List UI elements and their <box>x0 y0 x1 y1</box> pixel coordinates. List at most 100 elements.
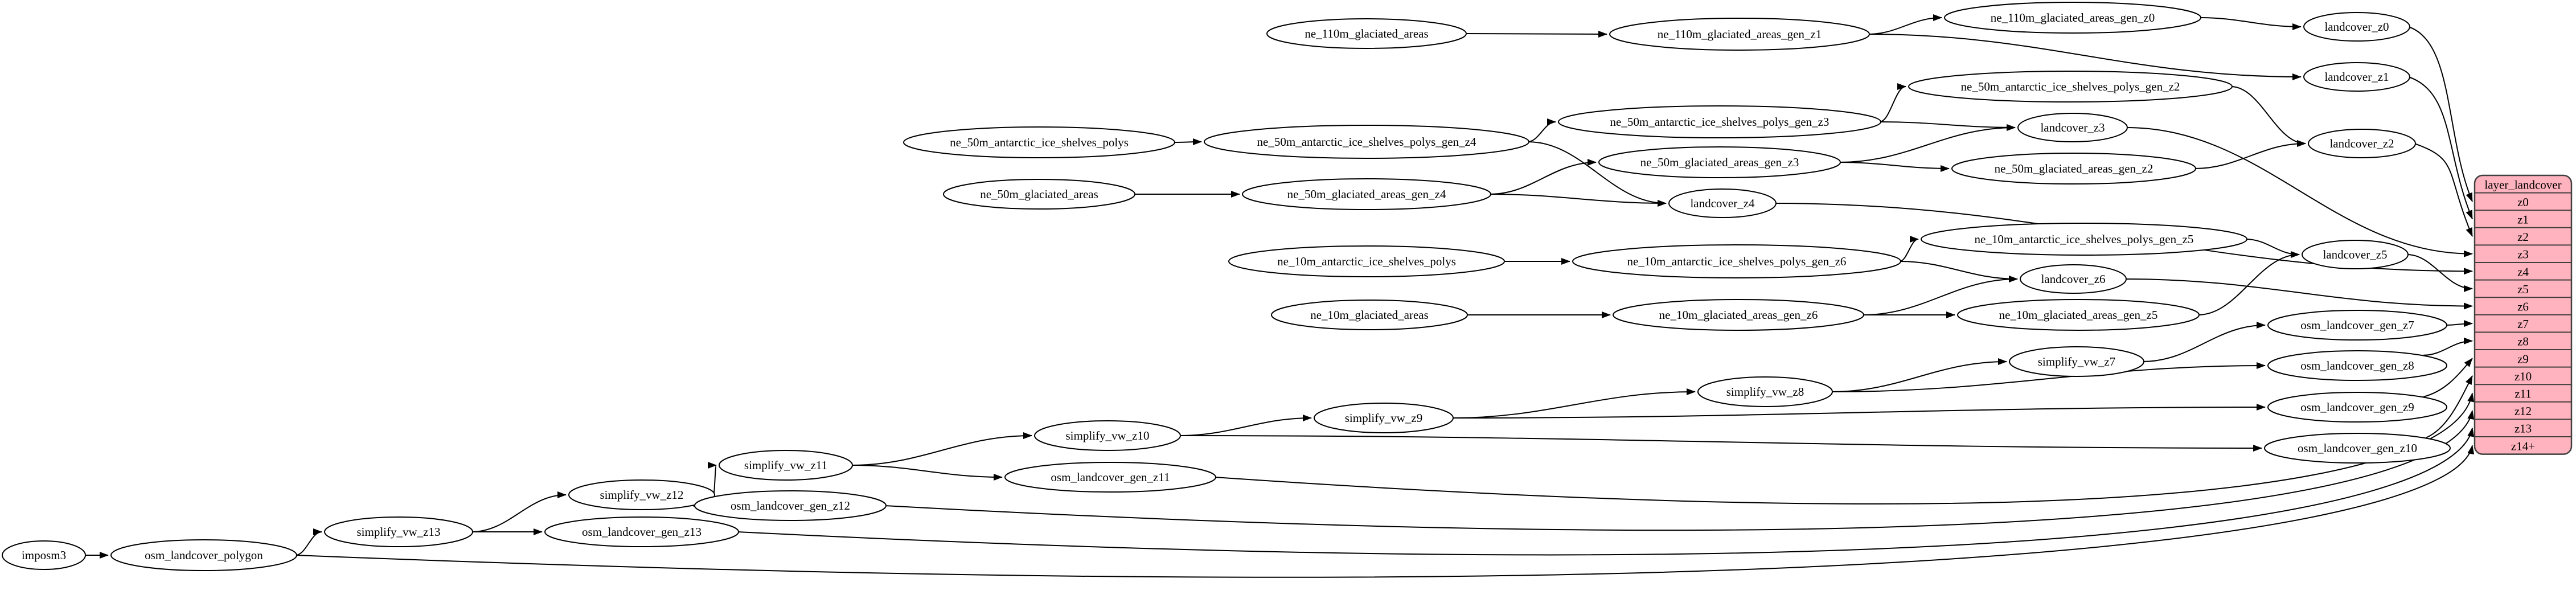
simplify_vw_z8-label: simplify_vw_z8 <box>1726 385 1804 399</box>
ne_110m_glaciated_areas_gen_z1-shape <box>1609 18 1870 51</box>
ne_50m_glaciated_areas_gen_z4-shape <box>1242 178 1491 210</box>
osm_landcover_gen_z8-shape <box>2267 350 2447 381</box>
landcover_z1-shape <box>2303 62 2410 92</box>
node-landcover_z6: landcover_z6 <box>2020 264 2127 294</box>
ne_10m_glaciated_areas_gen_z6-label: ne_10m_glaciated_areas_gen_z6 <box>1659 308 1818 322</box>
ne_50m_glaciated_areas_gen_z3-label: ne_50m_glaciated_areas_gen_z3 <box>1640 155 1799 169</box>
node-simplify_vw_z8: simplify_vw_z8 <box>1697 376 1833 407</box>
osm_landcover_gen_z13-label: osm_landcover_gen_z13 <box>582 525 702 539</box>
edge-osm_landcover_gen_z11-to-layer_landcover-z11 <box>1214 392 2475 505</box>
edge-ne_50m_antarctic_ice_shelves_polys_gen_z3-to-ne_50m_antarctic_ice_shelves_polys_gen_z2 <box>1879 83 1906 122</box>
simplify_vw_z9-label: simplify_vw_z9 <box>1345 411 1423 425</box>
table-row-z0: z0 <box>2517 195 2529 209</box>
simplify_vw_z13-label: simplify_vw_z13 <box>357 525 441 539</box>
landcover_z3-shape <box>2017 113 2128 142</box>
imposm3-shape <box>2 540 86 570</box>
node-landcover_z1: landcover_z1 <box>2303 62 2410 92</box>
landcover_z1-label: landcover_z1 <box>2324 70 2389 84</box>
osm_landcover_polygon-shape <box>110 539 297 571</box>
ne_10m_antarctic_ice_shelves_polys_gen_z6-shape <box>1572 244 1901 278</box>
table-row-z14+: z14+ <box>2511 439 2535 453</box>
table-row-z7: z7 <box>2517 317 2529 331</box>
edge-landcover_z2-to-layer_landcover-z2 <box>2414 143 2473 237</box>
osm_landcover_gen_z10-shape <box>2264 433 2451 464</box>
node-osm_landcover_gen_z12: osm_landcover_gen_z12 <box>694 490 887 521</box>
edge-osm_landcover_gen_z7-to-layer_landcover-z7 <box>2445 320 2473 327</box>
edge-osm_landcover_gen_z10-to-layer_landcover-z10 <box>2426 375 2473 438</box>
table-row-z6: z6 <box>2517 300 2529 314</box>
edge-landcover_z0-to-layer_landcover-z0 <box>2408 26 2473 202</box>
table-row-z8: z8 <box>2517 335 2529 348</box>
landcover_z6-shape <box>2020 264 2127 294</box>
edge-landcover_z5-to-layer_landcover-z5 <box>2406 254 2473 292</box>
ne_110m_glaciated_areas-label: ne_110m_glaciated_areas <box>1305 27 1428 40</box>
node-ne_50m_glaciated_areas_gen_z2: ne_50m_glaciated_areas_gen_z2 <box>1951 153 2196 184</box>
edges <box>84 14 2475 578</box>
ne_50m_antarctic_ice_shelves_polys_gen_z3-label: ne_50m_antarctic_ice_shelves_polys_gen_z… <box>1610 115 1830 129</box>
simplify_vw_z10-shape <box>1034 420 1181 451</box>
layer-table-title: layer_landcover <box>2484 178 2561 191</box>
table-row-z3: z3 <box>2517 248 2529 261</box>
node-imposm3: imposm3 <box>2 540 86 570</box>
ne_10m_antarctic_ice_shelves_polys_gen_z6-label: ne_10m_antarctic_ice_shelves_polys_gen_z… <box>1627 255 1847 268</box>
node-ne_50m_glaciated_areas: ne_50m_glaciated_areas <box>943 179 1135 210</box>
edge-simplify_vw_z10-to-simplify_vw_z9 <box>1179 415 1312 436</box>
edge-landcover_z1-to-layer_landcover-z1 <box>2408 76 2473 220</box>
ne_10m_glaciated_areas_gen_z6-shape <box>1613 299 1864 331</box>
simplify_vw_z11-label: simplify_vw_z11 <box>744 458 827 472</box>
table-row-z2: z2 <box>2517 230 2529 244</box>
node-ne_50m_antarctic_ice_shelves_polys: ne_50m_antarctic_ice_shelves_polys <box>903 126 1175 158</box>
ne_10m_glaciated_areas_gen_z5-label: ne_10m_glaciated_areas_gen_z5 <box>1999 308 2158 322</box>
simplify_vw_z8-shape <box>1697 376 1833 407</box>
osm_landcover_gen_z12-shape <box>694 490 887 521</box>
table-row-z11: z11 <box>2515 387 2532 401</box>
edge-ne_50m_antarctic_ice_shelves_polys_gen_z2-to-landcover_z2 <box>2230 86 2306 147</box>
osm_landcover_gen_z8-label: osm_landcover_gen_z8 <box>2300 359 2414 372</box>
edge-ne_10m_glaciated_areas_gen_z5-to-landcover_z5 <box>2197 251 2300 315</box>
edge-osm_landcover_polygon-to-simplify_vw_z13 <box>295 528 322 556</box>
ne_10m_glaciated_areas_gen_z5-shape <box>1957 299 2200 331</box>
node-osm_landcover_gen_z10: osm_landcover_gen_z10 <box>2264 433 2451 464</box>
osm_landcover_gen_z11-shape <box>1004 462 1216 493</box>
ne_50m_antarctic_ice_shelves_polys_gen_z3-shape <box>1558 105 1881 138</box>
ne_10m_antarctic_ice_shelves_polys-shape <box>1228 245 1505 277</box>
simplify_vw_z11-shape <box>719 450 853 481</box>
ne_50m_antarctic_ice_shelves_polys_gen_z4-label: ne_50m_antarctic_ice_shelves_polys_gen_z… <box>1257 135 1476 149</box>
node-ne_50m_antarctic_ice_shelves_polys_gen_z2: ne_50m_antarctic_ice_shelves_polys_gen_z… <box>1908 71 2233 102</box>
osm_landcover_gen_z11-label: osm_landcover_gen_z11 <box>1051 470 1170 484</box>
edge-simplify_vw_z13-to-simplify_vw_z12 <box>471 491 567 532</box>
landcover_z6-label: landcover_z6 <box>2041 272 2105 286</box>
edge-ne_50m_antarctic_ice_shelves_polys_gen_z4-to-landcover_z4 <box>1527 141 1667 207</box>
ne_110m_glaciated_areas-shape <box>1266 18 1467 49</box>
edge-ne_50m_antarctic_ice_shelves_polys_gen_z3-to-landcover_z3 <box>1879 121 2016 131</box>
table-row-z10: z10 <box>2515 370 2532 383</box>
landcover_z3-label: landcover_z3 <box>2040 121 2105 134</box>
edge-osm_landcover_polygon-to-layer_landcover-z14+ <box>295 445 2475 578</box>
node-ne_50m_glaciated_areas_gen_z4: ne_50m_glaciated_areas_gen_z4 <box>1242 178 1491 210</box>
node-ne_10m_antarctic_ice_shelves_polys_gen_z6: ne_10m_antarctic_ice_shelves_polys_gen_z… <box>1572 244 1901 278</box>
ne_10m_antarctic_ice_shelves_polys-label: ne_10m_antarctic_ice_shelves_polys <box>1277 255 1456 268</box>
edge-simplify_vw_z10-to-osm_landcover_gen_z10 <box>1179 435 2262 452</box>
node-ne_10m_glaciated_areas_gen_z5: ne_10m_glaciated_areas_gen_z5 <box>1957 299 2200 331</box>
landcover_z4-shape <box>1668 188 1777 218</box>
simplify_vw_z9-shape <box>1314 403 1454 433</box>
edge-landcover_z6-to-layer_landcover-z6 <box>2124 278 2473 310</box>
edge-simplify_vw_z12-to-simplify_vw_z11 <box>707 462 717 495</box>
node-ne_10m_antarctic_ice_shelves_polys_gen_z5: ne_10m_antarctic_ice_shelves_polys_gen_z… <box>1921 223 2247 256</box>
edge-ne_50m_glaciated_areas_gen_z2-to-landcover_z2 <box>2194 140 2306 169</box>
node-osm_landcover_polygon: osm_landcover_polygon <box>110 539 297 571</box>
osm_landcover_gen_z12-label: osm_landcover_gen_z12 <box>731 499 850 512</box>
node-landcover_z5: landcover_z5 <box>2302 240 2409 269</box>
edge-ne_50m_glaciated_areas_gen_z3-to-landcover_z3 <box>1839 124 2016 163</box>
landcover_z4-label: landcover_z4 <box>1690 196 1755 210</box>
edge-ne_110m_glaciated_areas_gen_z1-to-ne_110m_glaciated_areas_gen_z0 <box>1868 14 1942 35</box>
edge-osm_landcover_gen_z13-to-layer_landcover-z13 <box>737 427 2475 556</box>
node-osm_landcover_gen_z9: osm_landcover_gen_z9 <box>2267 392 2447 423</box>
edge-osm_landcover_gen_z8-to-layer_landcover-z8 <box>2423 337 2473 356</box>
ne_110m_glaciated_areas_gen_z0-shape <box>1944 2 2201 34</box>
osm_landcover_gen_z7-shape <box>2267 310 2447 341</box>
osm_landcover_polygon-label: osm_landcover_polygon <box>145 548 263 562</box>
edge-osm_landcover_gen_z9-to-layer_landcover-z9 <box>2423 358 2473 397</box>
node-ne_110m_glaciated_areas_gen_z0: ne_110m_glaciated_areas_gen_z0 <box>1944 2 2201 34</box>
